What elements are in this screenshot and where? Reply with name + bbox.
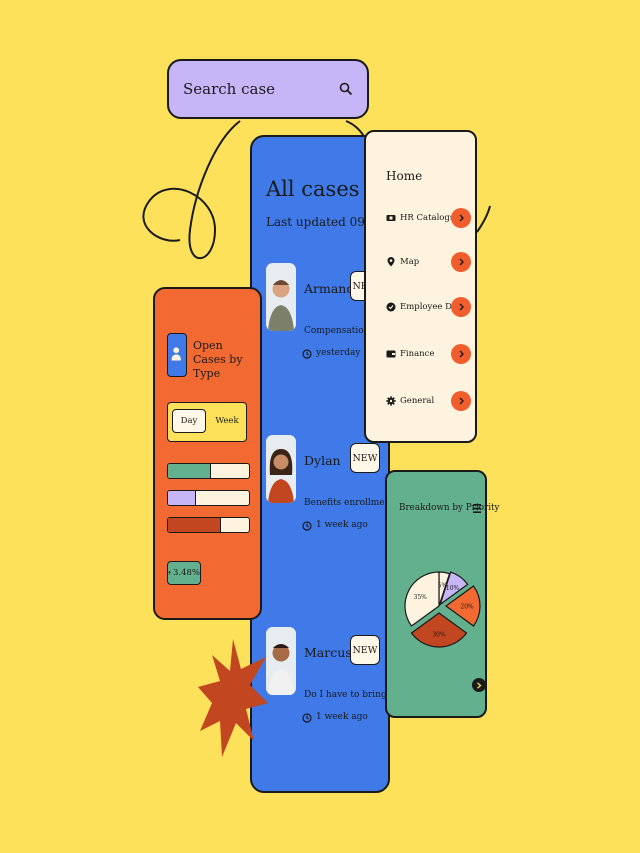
- clock-icon: [302, 349, 312, 359]
- case-time: 1 week ago: [316, 712, 368, 722]
- clock-icon: [302, 713, 312, 723]
- menu-item-label: Employee Data: [400, 302, 466, 312]
- burst-shape: [198, 639, 268, 757]
- menu-item-finance[interactable]: Finance: [386, 344, 471, 368]
- menu-item-hr-catalogs[interactable]: HR Catalogs: [386, 208, 471, 232]
- menu-item-employee-data[interactable]: Employee Data: [386, 297, 471, 321]
- arrow-up-icon: [168, 570, 171, 575]
- open-cases-title: Open Cases by Type: [193, 339, 243, 380]
- case-name: Armand: [304, 281, 355, 296]
- user-icon: [167, 333, 187, 377]
- catalog-icon: [386, 215, 396, 221]
- next-arrow-icon[interactable]: [472, 678, 486, 692]
- search-input[interactable]: Search case: [183, 80, 276, 98]
- pie-slice-label: 35%: [414, 594, 428, 601]
- avatar: [266, 435, 296, 503]
- progress-bar-fill: [168, 518, 221, 532]
- progress-bar: [167, 517, 250, 533]
- pie-slice-label: 30%: [432, 632, 446, 639]
- growth-value: 3.48%: [172, 568, 200, 578]
- case-item-marcus[interactable]: Marcus NEW Do I have to bring my own... …: [266, 627, 388, 737]
- menu-icon[interactable]: [473, 504, 481, 513]
- verified-icon: [386, 302, 396, 312]
- pie-slice: [444, 585, 481, 627]
- case-description: Benefits enrollment issues: [304, 498, 390, 508]
- new-badge[interactable]: NEW: [350, 635, 380, 665]
- case-time: yesterday: [316, 348, 361, 358]
- menu-item-label: Map: [400, 257, 420, 267]
- search-icon[interactable]: [339, 82, 353, 96]
- case-item-dylan[interactable]: Dylan NEW Benefits enrollment issues 1 w…: [266, 435, 390, 545]
- breakdown-title: Breakdown by Priority: [399, 503, 500, 513]
- case-item-armand[interactable]: Armand NEW Compensation missing yesterda…: [266, 263, 388, 373]
- page-title: All cases: [266, 177, 360, 201]
- wallet-icon: [386, 350, 396, 358]
- menu-home[interactable]: Home: [386, 169, 423, 183]
- gear-icon: [386, 396, 396, 406]
- avatar: [266, 627, 296, 695]
- menu-item-label: Finance: [400, 349, 435, 359]
- toggle-day[interactable]: Day: [172, 409, 206, 433]
- case-description: Do I have to bring my own...: [304, 690, 388, 700]
- progress-bar: [167, 463, 250, 479]
- day-week-toggle[interactable]: Day Week: [167, 402, 247, 442]
- pie-slice-label: 5%: [438, 583, 448, 590]
- case-time: 1 week ago: [316, 520, 368, 530]
- chevron-right-icon[interactable]: [451, 391, 471, 411]
- chevron-right-icon[interactable]: [451, 297, 471, 317]
- menu-item-label: HR Catalogs: [400, 213, 455, 223]
- pie-slice: [404, 571, 440, 627]
- pie-slice-label: 10%: [446, 585, 460, 592]
- chevron-right-icon[interactable]: [451, 344, 471, 364]
- pie-slice: [439, 571, 469, 606]
- clock-icon: [302, 521, 312, 531]
- menu-item-label: General: [400, 396, 435, 406]
- open-cases-card: Open Cases by Type Day Week 3.48%: [153, 287, 262, 620]
- growth-badge: 3.48%: [167, 561, 201, 585]
- breakdown-card: Breakdown by Priority 5%10% 20% 30% 35%: [385, 470, 500, 718]
- progress-bar: [167, 490, 250, 506]
- progress-bar-fill: [168, 464, 212, 478]
- avatar: [266, 263, 296, 331]
- menu-item-general[interactable]: General: [386, 391, 471, 415]
- map-pin-icon: [387, 257, 395, 267]
- progress-bar-fill: [168, 491, 196, 505]
- case-name: Marcus: [304, 645, 352, 660]
- menu-item-map[interactable]: Map: [386, 252, 471, 276]
- chevron-right-icon[interactable]: [451, 208, 471, 228]
- case-name: Dylan: [304, 453, 341, 468]
- pie-slice-label: 20%: [460, 604, 474, 611]
- toggle-week[interactable]: Week: [215, 416, 239, 426]
- chevron-right-icon[interactable]: [451, 252, 471, 272]
- case-description: Compensation missing: [304, 326, 388, 336]
- priority-pie-chart: 5%10% 20% 30% 35%: [404, 571, 481, 648]
- last-updated-text: Last updated 09.02 AM: [266, 215, 388, 229]
- new-badge[interactable]: NEW: [350, 443, 380, 473]
- navigation-menu: Home HR Catalogs Map Employee Data Finan…: [364, 130, 477, 443]
- search-bar[interactable]: Search case: [167, 59, 369, 119]
- pie-slice: [410, 612, 468, 648]
